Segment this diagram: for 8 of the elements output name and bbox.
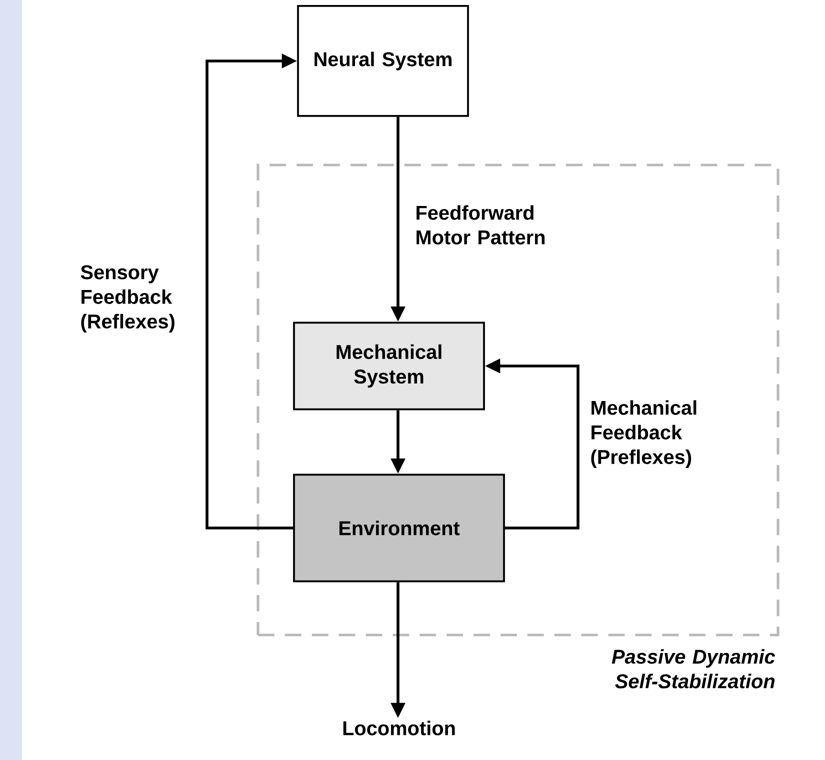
process-box: Environment: [293, 474, 505, 582]
process-box: Neural System: [297, 5, 469, 117]
output-label: Locomotion: [343, 720, 455, 736]
edge-label: Mechanical Feedback (Preflexes): [591, 400, 696, 468]
edge-label: Sensory Feedback (Reflexes): [80, 265, 174, 332]
edge-label: Feedforward Motor Pattern: [416, 205, 545, 244]
frame-label: Passive Dynamic Self-Stabilization: [612, 649, 776, 688]
process-box: Mechanical System: [293, 322, 485, 410]
